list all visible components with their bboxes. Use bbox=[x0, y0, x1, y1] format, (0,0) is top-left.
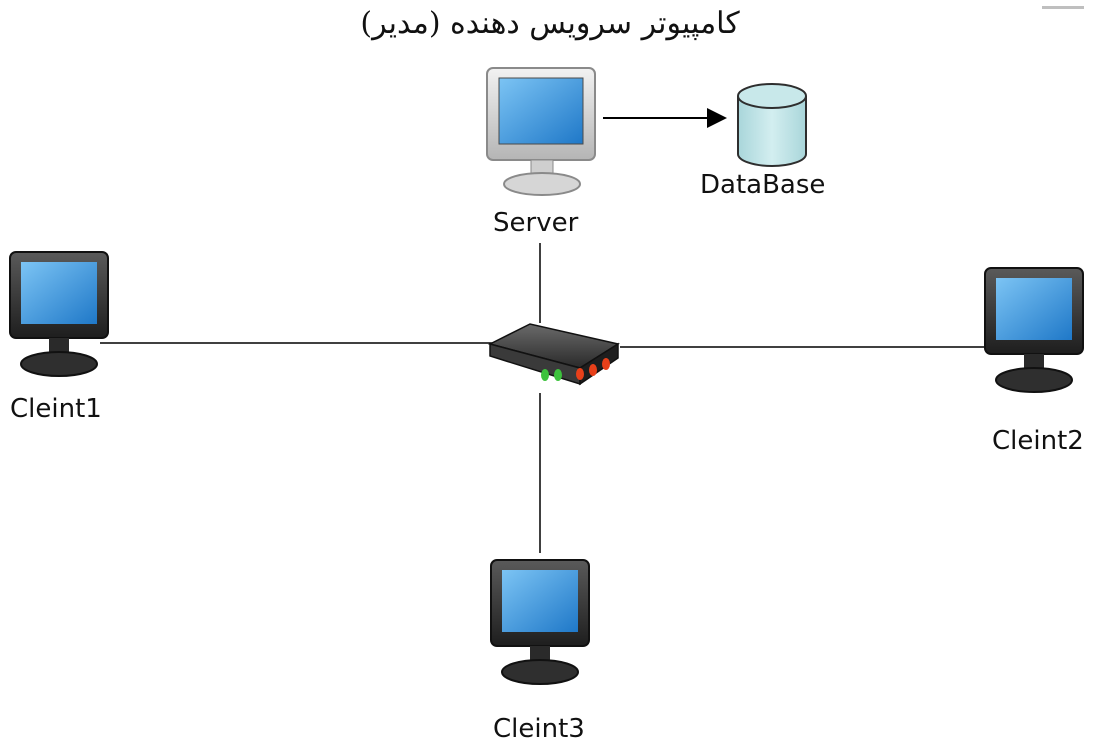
led-red-3 bbox=[602, 358, 610, 370]
database-icon[interactable] bbox=[737, 83, 807, 167]
client3-label: Cleint3 bbox=[493, 714, 585, 744]
server-monitor-icon[interactable] bbox=[486, 67, 596, 196]
client3-monitor-icon[interactable] bbox=[490, 559, 590, 685]
corner-mark bbox=[1042, 6, 1084, 9]
database-label: DataBase bbox=[700, 170, 826, 200]
client1-label: Cleint1 bbox=[10, 394, 102, 424]
led-green-2 bbox=[554, 369, 562, 381]
router-icon[interactable] bbox=[487, 323, 620, 386]
diagram-title: کامپیوتر سرویس دهنده (مدیر) bbox=[360, 6, 740, 41]
led-red-2 bbox=[589, 364, 597, 376]
client2-monitor-icon[interactable] bbox=[984, 267, 1084, 393]
client1-monitor-icon[interactable] bbox=[9, 251, 109, 377]
server-label: Server bbox=[493, 208, 579, 238]
led-green-1 bbox=[541, 369, 549, 381]
led-red-1 bbox=[576, 368, 584, 380]
client2-label: Cleint2 bbox=[992, 426, 1084, 456]
